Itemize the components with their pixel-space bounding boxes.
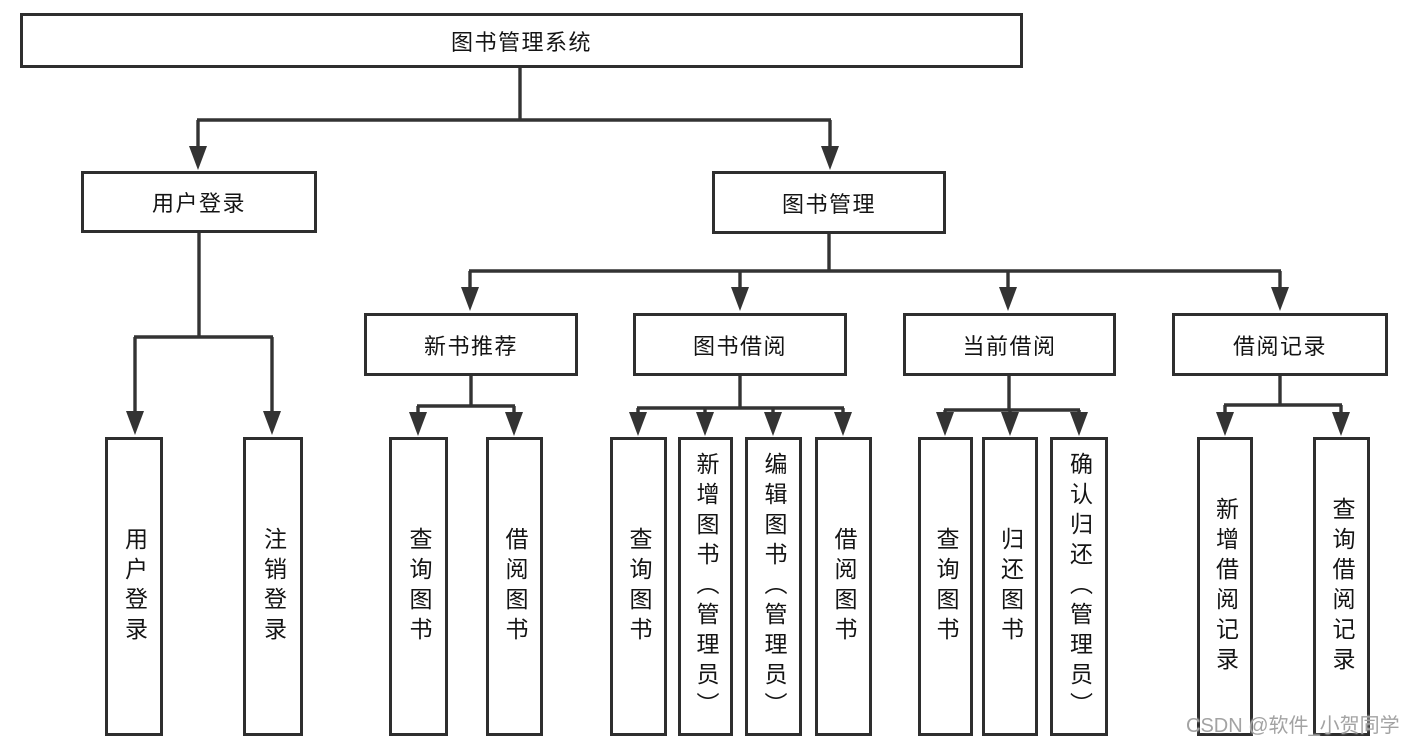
node-label: 当前借阅	[962, 333, 1057, 359]
node-label: 新增借阅记录	[1212, 496, 1239, 677]
leaf-query-books-current: 查询图书	[918, 437, 973, 736]
node-root: 图书管理系统	[20, 13, 1023, 68]
node-label: 借阅图书	[831, 526, 857, 647]
leaf-borrow-books-recommend: 借阅图书	[486, 437, 543, 736]
node-label: 查询图书	[933, 526, 959, 647]
node-book-borrowing: 图书借阅	[633, 313, 847, 376]
leaf-borrow-books: 借阅图书	[815, 437, 872, 736]
node-label: 注销登录	[260, 526, 287, 647]
node-label: 用户登录	[151, 191, 246, 216]
leaf-query-borrow-record: 查询借阅记录	[1313, 437, 1370, 736]
node-book-management: 图书管理	[712, 171, 946, 234]
node-label: 归还图书	[997, 526, 1024, 647]
leaf-user-login: 用户登录	[105, 437, 163, 736]
leaf-query-books-borrowing: 查询图书	[610, 437, 667, 736]
node-current-borrowing: 当前借阅	[903, 313, 1116, 376]
node-label: 图书借阅	[692, 333, 787, 359]
node-label: 查询图书	[626, 526, 652, 647]
leaf-logout: 注销登录	[243, 437, 303, 736]
node-label: 图书管理系统	[450, 29, 592, 55]
leaf-edit-book-admin: 编辑图书（管理员）	[745, 437, 802, 736]
leaf-query-books-recommend: 查询图书	[389, 437, 448, 736]
leaf-confirm-return-admin: 确认归还（管理员）	[1050, 437, 1108, 736]
node-label: 借阅图书	[502, 526, 528, 647]
node-label: 查询图书	[406, 526, 432, 647]
node-new-book-recommend: 新书推荐	[364, 313, 578, 376]
csdn-watermark: CSDN @软件_小贺同学	[1186, 715, 1400, 737]
node-label: 用户登录	[121, 526, 148, 647]
node-user-login: 用户登录	[81, 171, 317, 233]
node-label: 新增图书（管理员）	[693, 451, 719, 722]
leaf-add-borrow-record: 新增借阅记录	[1197, 437, 1253, 736]
node-borrow-records: 借阅记录	[1172, 313, 1388, 376]
node-label: 编辑图书（管理员）	[761, 451, 787, 722]
node-label: 确认归还（管理员）	[1066, 451, 1093, 722]
node-label: 借阅记录	[1232, 333, 1327, 359]
node-label: 查询借阅记录	[1329, 496, 1355, 677]
leaf-return-book: 归还图书	[982, 437, 1038, 736]
leaf-add-book-admin: 新增图书（管理员）	[678, 437, 733, 736]
node-label: 图书管理	[781, 191, 876, 217]
node-label: 新书推荐	[423, 333, 518, 359]
